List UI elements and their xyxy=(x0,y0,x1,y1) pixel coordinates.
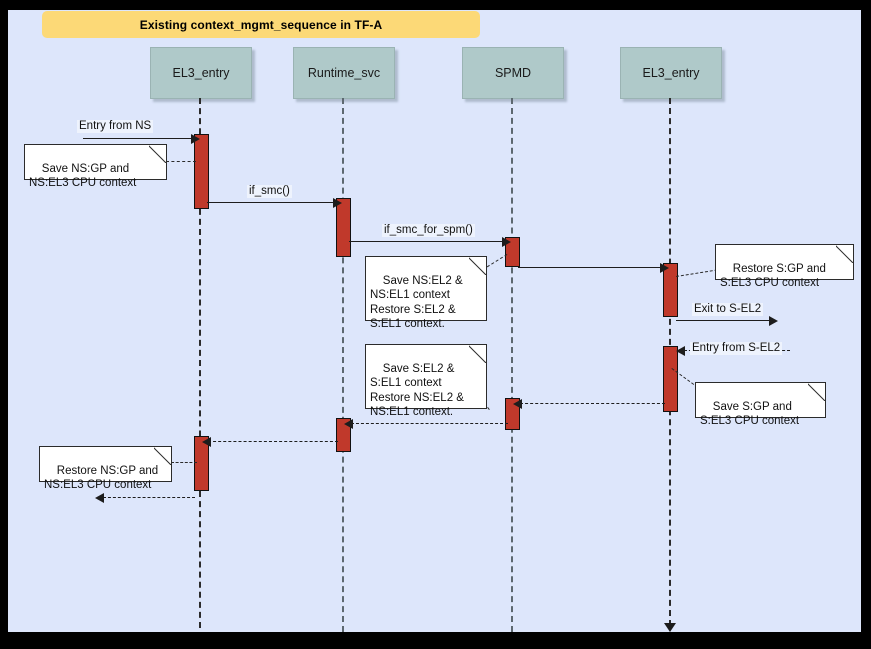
message-arrowhead-exit-to-ns xyxy=(95,493,104,503)
message-arrowhead-return-runtime-svc-to-el3-entry-ns xyxy=(202,437,211,447)
note-restore-ns-gp-context: Restore NS:GP and NS:EL3 CPU context xyxy=(39,446,172,491)
lifeline-header-el3-entry-s[interactable]: EL3_entry xyxy=(620,47,722,99)
note-save-s-el2-restore-ns-el2: Save S:EL2 & S:EL1 context Restore NS:EL… xyxy=(365,344,487,418)
message-line-if-smc-for-spm xyxy=(349,241,506,242)
activation-bar-el3-entry-ns-2 xyxy=(194,436,209,491)
lifeline-label-el3-entry-s: EL3_entry xyxy=(642,66,700,80)
message-line-exit-to-ns xyxy=(103,497,195,498)
lifeline-header-spmd[interactable]: SPMD xyxy=(462,47,564,99)
note-connector-restore-s-gp xyxy=(676,269,718,277)
lifeline-label-runtime-svc: Runtime_svc xyxy=(307,66,381,80)
note-fold-corner-icon xyxy=(148,145,166,163)
activation-bar-el3-entry-ns-1 xyxy=(194,134,209,209)
message-arrowhead-spmd-to-el3-entry-s xyxy=(660,263,669,273)
message-label-exit-to-s-el2: Exit to S-EL2 xyxy=(692,303,764,316)
message-line-if-smc xyxy=(207,202,337,203)
lifeline-header-runtime-svc[interactable]: Runtime_svc xyxy=(293,47,395,99)
message-arrowhead-if-smc xyxy=(333,198,342,208)
message-arrowhead-entry-from-ns xyxy=(191,134,200,144)
note-save-ns-el2-restore-s-el2: Save NS:EL2 & NS:EL1 context Restore S:E… xyxy=(365,256,487,330)
message-arrowhead-return-spmd-to-runtime-svc xyxy=(344,419,353,429)
message-arrowhead-exit-to-s-el2 xyxy=(769,316,778,326)
note-save-ns-gp-context: Save NS:GP and NS:EL3 CPU context xyxy=(24,144,167,189)
diagram-canvas: Existing context_mgmt_sequence in TF-A E… xyxy=(8,10,861,632)
note-restore-s-gp-context: Restore S:GP and S:EL3 CPU context xyxy=(715,244,854,289)
activation-bar-el3-entry-s-1 xyxy=(663,263,678,317)
message-line-spmd-to-el3-entry-s xyxy=(518,267,664,268)
diagram-title-banner: Existing context_mgmt_sequence in TF-A xyxy=(42,11,480,38)
activation-bar-el3-entry-s-2 xyxy=(663,346,678,412)
message-arrowhead-return-el3-entry-s-to-spmd xyxy=(513,399,522,409)
message-arrowhead-if-smc-for-spm xyxy=(502,237,511,247)
message-label-if-smc: if_smc() xyxy=(247,185,292,198)
note-save-s-gp-context: Save S:GP and S:EL3 CPU context xyxy=(695,382,826,427)
note-text-save-ns-gp-context: Save NS:GP and NS:EL3 CPU context xyxy=(29,162,137,190)
message-line-entry-from-ns xyxy=(83,138,195,139)
message-line-return-spmd-to-runtime-svc xyxy=(351,423,508,424)
message-line-exit-to-s-el2 xyxy=(676,320,773,321)
lifeline-label-el3-entry-ns: EL3_entry xyxy=(172,66,230,80)
message-label-entry-from-ns: Entry from NS xyxy=(77,120,154,133)
note-text-save-s-el2-restore-ns-el2: Save S:EL2 & S:EL1 context Restore NS:EL… xyxy=(370,362,464,419)
lifeline-label-spmd: SPMD xyxy=(494,66,532,80)
note-text-restore-ns-gp-context: Restore NS:GP and NS:EL3 CPU context xyxy=(44,464,159,492)
message-arrowhead-entry-from-s-el2 xyxy=(676,346,685,356)
lifeline-line-spmd xyxy=(511,98,513,632)
activation-bar-runtime-svc-1 xyxy=(336,198,351,257)
message-line-return-runtime-svc-to-el3-entry-ns xyxy=(208,441,338,442)
note-connector-save-ns-gp xyxy=(166,161,196,162)
lifeline-line-el3-entry-ns xyxy=(199,98,201,628)
note-fold-corner-icon xyxy=(807,383,825,401)
note-text-save-ns-el2-restore-s-el2: Save NS:EL2 & NS:EL1 context Restore S:E… xyxy=(370,274,463,331)
note-fold-corner-icon xyxy=(468,345,486,363)
note-text-restore-s-gp-context: Restore S:GP and S:EL3 CPU context xyxy=(720,262,826,290)
message-label-entry-from-s-el2: Entry from S-EL2 xyxy=(690,342,783,355)
lifeline-end-arrow-icon xyxy=(664,623,676,632)
message-line-return-el3-entry-s-to-spmd xyxy=(520,403,665,404)
note-text-save-s-gp-context: Save S:GP and S:EL3 CPU context xyxy=(700,400,800,428)
note-connector-restore-ns-gp xyxy=(171,462,197,463)
note-fold-corner-icon xyxy=(153,447,171,465)
diagram-title-text: Existing context_mgmt_sequence in TF-A xyxy=(139,17,383,32)
note-fold-corner-icon xyxy=(468,257,486,275)
lifeline-header-el3-entry-ns[interactable]: EL3_entry xyxy=(150,47,252,99)
lifeline-line-runtime-svc xyxy=(342,98,344,632)
message-label-if-smc-for-spm: if_smc_for_spm() xyxy=(382,224,475,237)
note-fold-corner-icon xyxy=(835,245,853,263)
